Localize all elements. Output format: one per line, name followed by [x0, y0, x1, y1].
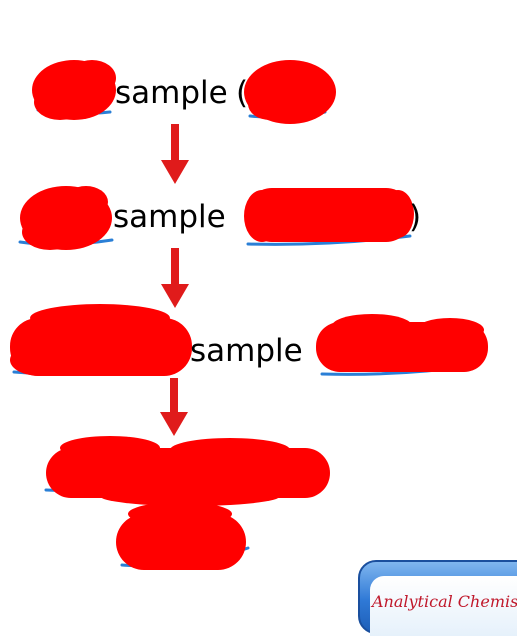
redaction-2-right — [244, 188, 414, 242]
redaction-5 — [116, 502, 246, 570]
redaction-3-left — [10, 304, 192, 376]
diagram-canvas — [10, 60, 488, 570]
redaction-1-right — [244, 60, 336, 124]
redaction-1-left — [32, 60, 116, 120]
badge-inner-panel: Analytical Chemistry — [370, 576, 517, 636]
step-2-label: sample — [113, 199, 226, 235]
analytical-chemistry-badge: Analytical Chemistry — [358, 560, 517, 636]
arrow-2 — [161, 248, 189, 308]
redaction-3-right — [316, 314, 488, 372]
arrow-1 — [161, 124, 189, 184]
step-1-label: sample — [115, 75, 228, 111]
arrows — [160, 124, 189, 436]
step-2-paren: ) — [409, 199, 422, 235]
redaction-4 — [46, 436, 330, 506]
arrow-3 — [160, 378, 188, 436]
redaction-2-left — [20, 186, 112, 250]
step-3-label: sample — [190, 333, 303, 369]
step-1-paren: ( — [236, 75, 249, 111]
redactions — [10, 60, 488, 570]
badge-text: Analytical Chemistry — [372, 592, 517, 611]
